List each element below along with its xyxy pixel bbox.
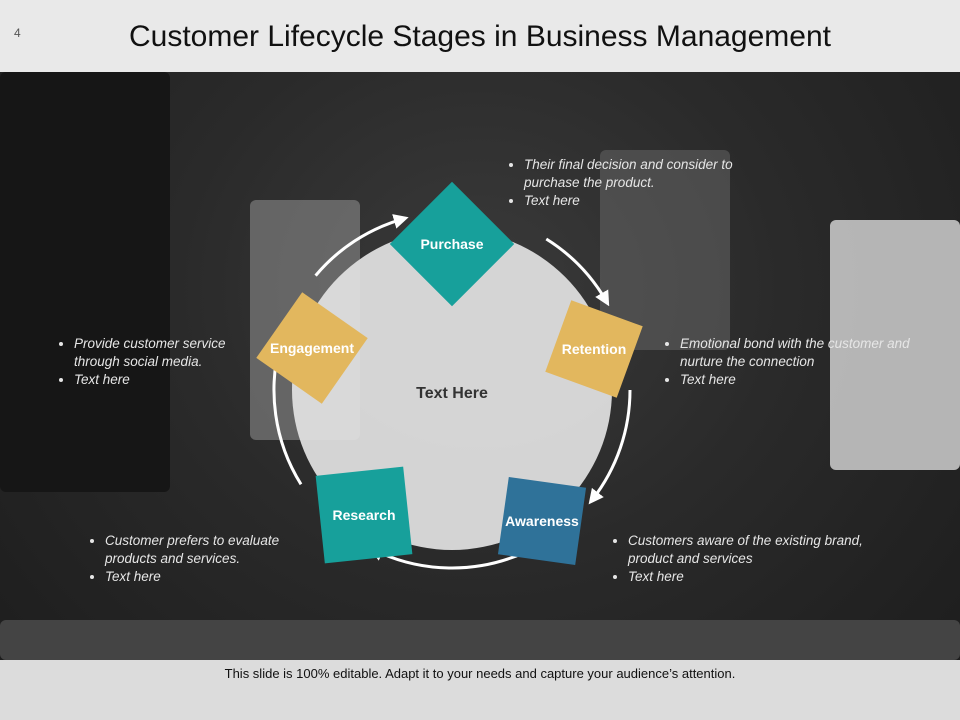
note-awareness-line-1: Customers aware of the existing brand, p… bbox=[628, 532, 872, 568]
note-research-line-2: Text here bbox=[105, 568, 309, 586]
note-engagement: Provide customer service through social … bbox=[58, 335, 258, 389]
stage-engagement-shape bbox=[256, 292, 368, 404]
note-purchase-line-1: Their final decision and consider to pur… bbox=[524, 156, 748, 192]
stage-purchase: Purchase bbox=[389, 181, 515, 307]
stage-engagement: Engagement bbox=[256, 292, 368, 404]
note-retention-line-1: Emotional bond with the customer and nur… bbox=[680, 335, 924, 371]
stage-research: Research bbox=[315, 466, 413, 564]
stage-retention-label: Retention bbox=[562, 341, 627, 357]
stage-engagement-label: Engagement bbox=[270, 340, 354, 356]
note-engagement-line-2: Text here bbox=[74, 371, 258, 389]
note-awareness-line-2: Text here bbox=[628, 568, 872, 586]
note-retention: Emotional bond with the customer and nur… bbox=[664, 335, 924, 389]
note-research-line-1: Customer prefers to evaluate products an… bbox=[105, 532, 309, 568]
note-engagement-line-1: Provide customer service through social … bbox=[74, 335, 258, 371]
stage-purchase-label: Purchase bbox=[420, 236, 483, 252]
arrow-engagement-to-purchase bbox=[314, 214, 409, 277]
stage-purchase-shape bbox=[389, 181, 515, 307]
slide-title: Customer Lifecycle Stages in Business Ma… bbox=[128, 20, 831, 53]
note-awareness: Customers aware of the existing brand, p… bbox=[612, 532, 872, 586]
backdrop-shape bbox=[600, 150, 730, 350]
stage-awareness-shape bbox=[497, 476, 587, 566]
note-research: Customer prefers to evaluate products an… bbox=[89, 532, 309, 586]
stage-awareness: Awareness bbox=[497, 476, 587, 566]
backdrop-shape bbox=[0, 620, 960, 660]
arrow-purchase-to-retention bbox=[545, 237, 610, 307]
arrow-retention-to-awareness bbox=[588, 389, 632, 505]
footer-text: This slide is 100% editable. Adapt it to… bbox=[224, 666, 736, 681]
title-bar: 4 Customer Lifecycle Stages in Business … bbox=[0, 0, 960, 72]
note-purchase: Their final decision and consider to pur… bbox=[508, 156, 748, 210]
stage-research-label: Research bbox=[332, 507, 395, 523]
stage-retention: Retention bbox=[545, 300, 643, 398]
footer-bar bbox=[0, 660, 960, 720]
backdrop-shape bbox=[0, 72, 170, 492]
stage-research-shape bbox=[315, 466, 413, 564]
stage-awareness-label: Awareness bbox=[505, 513, 579, 529]
note-purchase-line-2: Text here bbox=[524, 192, 748, 210]
stage-retention-shape bbox=[545, 300, 643, 398]
arrow-awareness-to-research bbox=[368, 547, 526, 570]
center-text: Text Here bbox=[416, 385, 488, 402]
note-retention-line-2: Text here bbox=[680, 371, 924, 389]
page-number: 4 bbox=[14, 26, 21, 40]
backdrop-shape bbox=[830, 220, 960, 470]
